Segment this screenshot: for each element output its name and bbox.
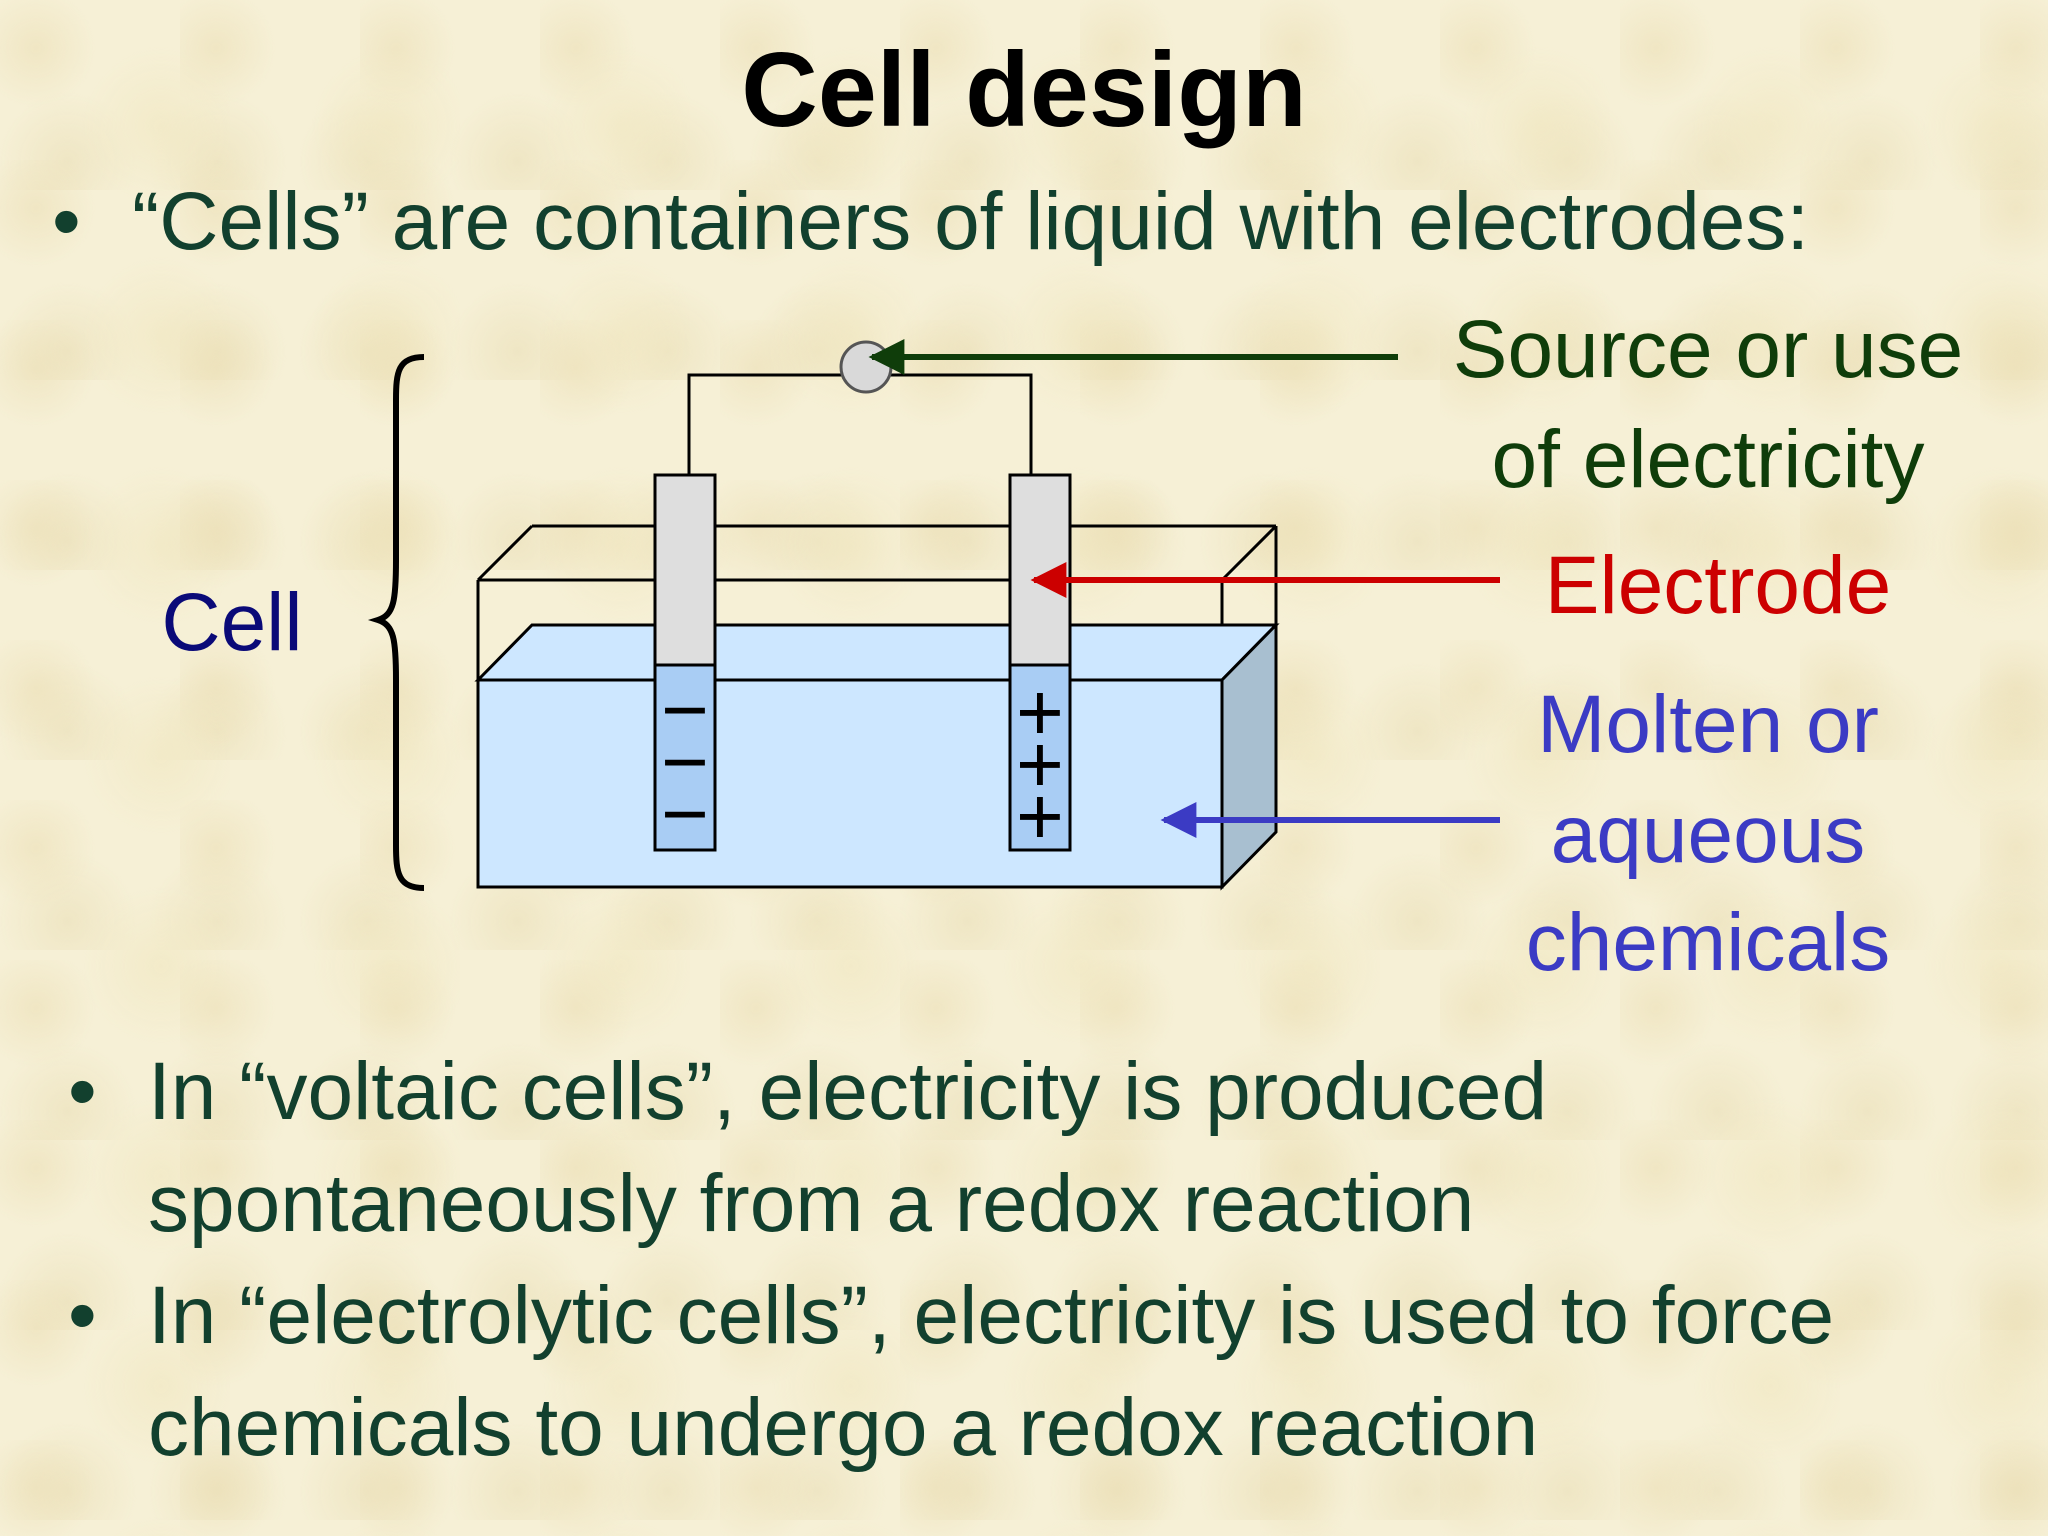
bullet-marker: •: [68, 1046, 97, 1137]
liquid-top-surface: [474, 623, 1280, 682]
wire: [887, 373, 1033, 475]
negative-sign: −: [661, 717, 709, 808]
bullet-text-line-1: In “electrolytic cells”, electricity is …: [148, 1270, 1835, 1361]
chemicals-label-line-2: aqueous: [1551, 789, 1866, 880]
cell-label: Cell: [161, 577, 302, 668]
bullet-text-line-2: spontaneously from a redox reaction: [148, 1158, 1475, 1249]
wire: [687, 373, 844, 475]
slide-title: Cell design: [741, 31, 1307, 149]
bullet-text-line-1: In “voltaic cells”, electricity is produ…: [148, 1046, 1548, 1137]
source-label-line-2: of electricity: [1492, 414, 1925, 505]
electrode-negative: [653, 473, 717, 852]
source-label-line-1: Source or use: [1453, 304, 1964, 395]
bullet-text: “Cells” are containers of liquid with el…: [132, 176, 1810, 267]
positive-sign: +: [1016, 771, 1064, 862]
liquid-front-face: [476, 678, 1224, 889]
positive-sign: +: [1016, 719, 1064, 810]
bullet-marker: •: [68, 1270, 97, 1361]
negative-sign: −: [661, 665, 709, 756]
bullet-marker: •: [52, 176, 81, 267]
cell-brace: [367, 354, 425, 891]
negative-sign: −: [661, 769, 709, 860]
bullet-text-line-2: chemicals to undergo a redox reaction: [148, 1382, 1539, 1473]
electrode-label: Electrode: [1545, 540, 1891, 631]
chemicals-label-line-3: chemicals: [1526, 897, 1891, 988]
chemicals-label-line-1: Molten or: [1537, 679, 1879, 770]
positive-sign: +: [1016, 667, 1064, 758]
power-source-circle: [839, 340, 893, 394]
